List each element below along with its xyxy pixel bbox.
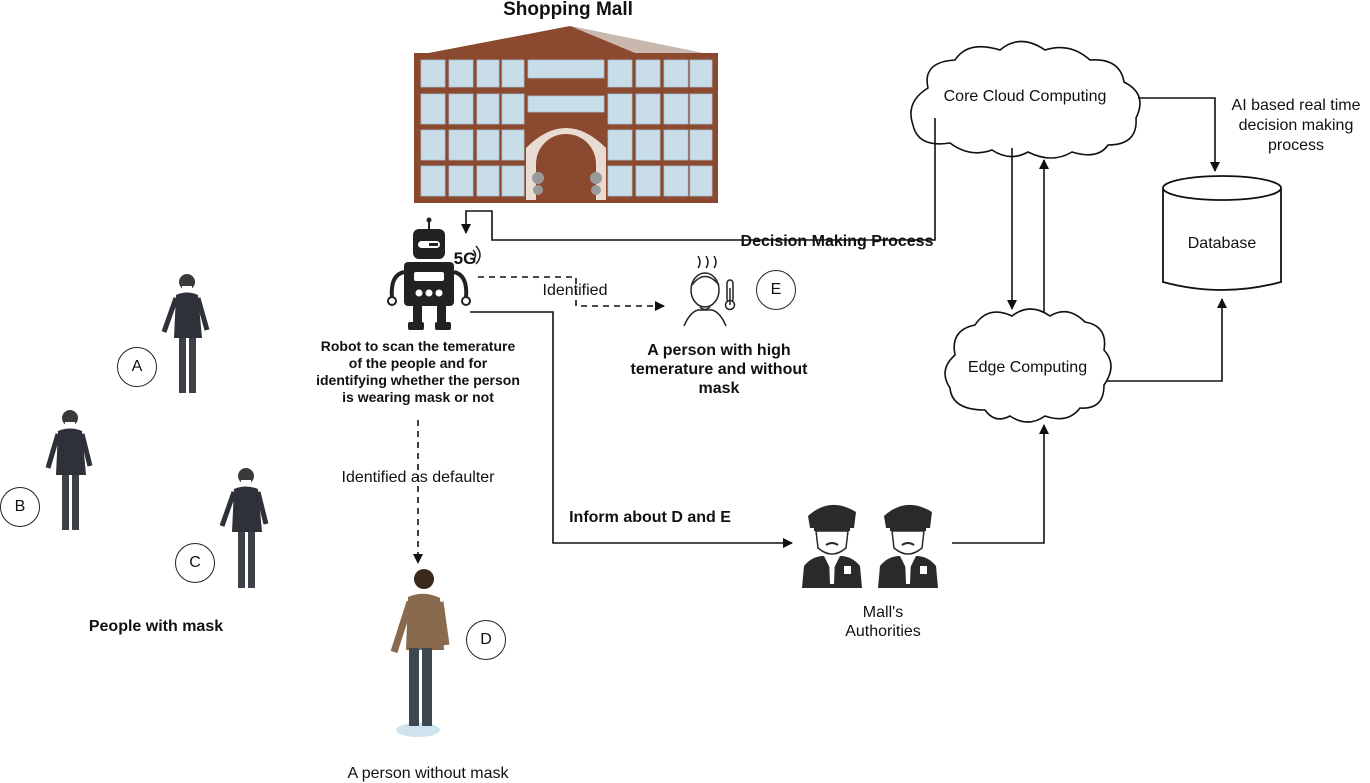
cloud-to-database-line <box>1138 97 1220 172</box>
identified-label: Identified <box>542 282 608 299</box>
5g-badge: 5G <box>453 249 477 268</box>
authorities-line-2: Authorities <box>845 623 921 640</box>
edge-cloud-shape <box>944 308 1112 423</box>
authorities-label: Mall's Authorities <box>828 603 938 641</box>
shopping-mall-building <box>414 26 718 203</box>
core-cloud-shape <box>910 40 1141 159</box>
database-label: Database <box>1187 235 1257 252</box>
core-cloud-label: Core Cloud Computing <box>943 88 1107 105</box>
robot-description: Robot to scan the temerature of the peop… <box>300 338 536 406</box>
high-temp-line-3: mask <box>698 380 740 397</box>
defaulter-label: Identified as defaulter <box>341 469 495 486</box>
badge-d: D <box>466 620 506 660</box>
authorities-line-1: Mall's <box>862 604 904 621</box>
police-officer-2-icon <box>878 504 938 588</box>
ai-decision-note: AI based real time decision making proce… <box>1222 96 1370 156</box>
police-officer-1-icon <box>802 504 862 588</box>
robot-desc-line-1: Robot to scan the temerature <box>320 338 516 354</box>
people-with-mask-label: People with mask <box>88 618 224 635</box>
ai-note-line-1: AI based real time <box>1231 97 1361 114</box>
badge-a: A <box>117 347 157 387</box>
masked-person-b-icon <box>45 410 93 530</box>
badge-c: C <box>175 543 215 583</box>
edge-to-database-line <box>1106 298 1227 382</box>
person-without-mask-label: A person without mask <box>347 765 509 782</box>
badge-e: E <box>756 270 796 310</box>
diagram-title: Shopping Mall <box>503 0 633 20</box>
ai-note-line-2: decision making <box>1238 117 1354 134</box>
unmasked-person-d-icon <box>390 569 450 737</box>
robot-desc-line-2: of the people and for <box>348 355 488 371</box>
high-temp-person-label: A person with high temerature and withou… <box>616 341 822 398</box>
inform-label: Inform about D and E <box>569 509 731 526</box>
identified-line <box>478 276 665 311</box>
authorities-to-edge-line <box>952 424 1049 544</box>
decision-making-label: Decision Making Process <box>740 233 934 250</box>
robot-icon <box>387 217 481 330</box>
robot-desc-line-4: is wearing mask or not <box>342 389 494 405</box>
fever-person-icon <box>683 255 736 327</box>
masked-person-c-icon <box>219 468 269 588</box>
decision-line <box>461 118 936 241</box>
high-temp-line-2: temerature and without <box>630 361 808 378</box>
ai-note-line-3: process <box>1267 137 1325 154</box>
database-cylinder <box>1162 175 1282 291</box>
robot-desc-line-3: identifying whether the person <box>316 372 520 388</box>
connectors <box>413 97 1227 564</box>
inform-line <box>470 311 793 548</box>
high-temp-line-1: A person with high <box>647 342 791 359</box>
edge-computing-label: Edge Computing <box>967 359 1088 376</box>
badge-b: B <box>0 487 40 527</box>
masked-person-a-icon <box>161 274 210 393</box>
